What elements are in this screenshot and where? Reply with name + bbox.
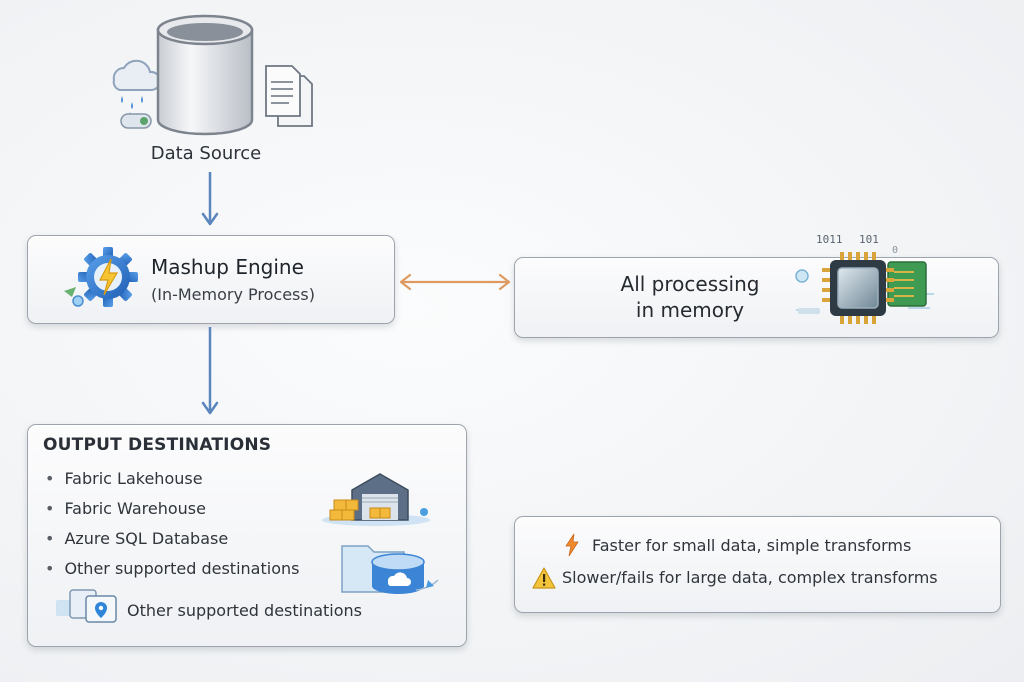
data-source-illustration: [112, 14, 313, 136]
in-memory-line-1: All processing: [620, 272, 760, 296]
sql-database-folder-icon: [341, 545, 439, 594]
memory-chip-icon: [795, 252, 934, 324]
output-destinations-heading: OUTPUT DESTINATIONS: [43, 435, 272, 455]
other-destinations-icon: [56, 589, 117, 623]
binary-text-a: 1011: [816, 233, 843, 246]
list-item[interactable]: Other supported destinations: [45, 559, 299, 589]
documents-icon: [265, 65, 313, 127]
bidirectional-arrow: [399, 273, 511, 291]
engine-subtitle: (In-Memory Process): [151, 285, 315, 304]
mashup-engine-card[interactable]: [27, 235, 395, 324]
performance-notes-card[interactable]: [514, 516, 1001, 613]
list-item[interactable]: Fabric Warehouse: [45, 499, 299, 529]
warehouse-icon: [322, 473, 430, 526]
binary-text-b: 101: [859, 233, 879, 246]
database-cylinder-icon: [156, 14, 254, 136]
flow-arrow-engine-to-outputs: [201, 327, 219, 415]
list-item[interactable]: Fabric Lakehouse: [45, 469, 299, 499]
flow-arrow-source-to-engine: [201, 172, 219, 226]
note-fast: Faster for small data, simple transforms: [592, 536, 912, 555]
in-memory-text: All processing in memory: [600, 271, 780, 323]
binary-text-c: 0: [892, 245, 899, 256]
toggle-switch-icon: [120, 113, 152, 129]
output-destinations-list: Fabric Lakehouse Fabric Warehouse Azure …: [45, 469, 299, 589]
list-item[interactable]: Azure SQL Database: [45, 529, 299, 559]
output-footer-label: Other supported destinations: [127, 601, 363, 620]
data-source-label: Data Source: [150, 143, 262, 164]
warning-icon: [532, 567, 556, 589]
engine-title: Mashup Engine: [151, 255, 304, 279]
in-memory-line-2: in memory: [635, 298, 745, 322]
gear-lightning-icon: [64, 247, 138, 307]
note-slow: Slower/fails for large data, complex tra…: [562, 568, 938, 587]
cloud-rain-icon: [112, 59, 161, 119]
lightning-icon: [565, 533, 579, 557]
